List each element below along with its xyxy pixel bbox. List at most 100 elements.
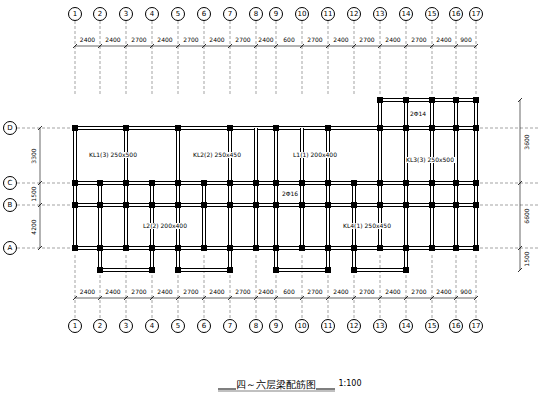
axis-line [204, 255, 205, 319]
dimension-tick [254, 296, 258, 300]
dimension: 900 [459, 289, 472, 295]
column [453, 125, 459, 131]
beam-core [203, 183, 205, 248]
axis-line [406, 21, 407, 95]
column [403, 202, 409, 208]
column [453, 202, 459, 208]
axis-number: 15 [428, 11, 437, 18]
dimension-tick [73, 44, 77, 48]
column [253, 180, 259, 186]
beam-edge [274, 248, 278, 270]
axis-line [328, 21, 329, 95]
dimension-tick [38, 246, 42, 250]
dimension-line [40, 128, 41, 248]
axis-bubble: A [3, 241, 17, 255]
axis-bubble: 3 [119, 7, 133, 21]
dimension-tick [274, 296, 278, 300]
beam-edge [300, 183, 304, 248]
dimension-tick [202, 44, 206, 48]
column [429, 180, 435, 186]
dimension-tick [404, 296, 408, 300]
axis-bubble: 9 [269, 319, 283, 333]
axis-number: 10 [298, 11, 307, 18]
dimension-line [520, 100, 521, 270]
column [149, 180, 155, 186]
axis-line [17, 183, 70, 184]
dimension-tick [124, 44, 128, 48]
scale: 1:100 [337, 380, 362, 388]
dimension: 2700 [130, 37, 147, 43]
axis-line [230, 21, 231, 95]
axis-bubble: C [3, 176, 17, 190]
beam-core [177, 128, 179, 248]
column [453, 180, 459, 186]
column [473, 97, 479, 103]
beam-core [177, 248, 179, 270]
axis-number: B [8, 202, 13, 209]
axis-bubble: B [3, 198, 17, 212]
beam-core [301, 183, 303, 248]
beam-core [74, 128, 76, 248]
axis-line [75, 255, 76, 319]
dimension-tick [124, 296, 128, 300]
dimension-tick [378, 44, 382, 48]
column [97, 245, 103, 251]
column [273, 180, 279, 186]
column [72, 125, 78, 131]
axis-line [126, 255, 127, 319]
axis-bubble: 16 [449, 319, 463, 333]
axis-number: 15 [428, 323, 437, 330]
dimension-tick [254, 44, 258, 48]
axis-number: D [7, 125, 12, 132]
dimension: 2400 [208, 289, 225, 295]
column [377, 97, 383, 103]
beam-edge [430, 100, 434, 248]
axis-bubble: 8 [249, 7, 263, 21]
axis-bubble: 7 [223, 7, 237, 21]
beam-core [99, 183, 101, 248]
axis-number: 5 [176, 323, 180, 330]
axis-bubble: 4 [145, 7, 159, 21]
axis-number: 17 [472, 323, 481, 330]
column [175, 202, 181, 208]
axis-line [480, 128, 540, 129]
dimension-tick [98, 44, 102, 48]
axis-bubble: 17 [469, 319, 483, 333]
rebar-note: 2Φ16 [281, 191, 299, 197]
axis-line [17, 205, 70, 206]
dimension: 2700 [234, 37, 251, 43]
axis-line [354, 21, 355, 95]
column [227, 245, 233, 251]
dimension: 2700 [410, 289, 427, 295]
title-underline [218, 391, 335, 392]
beam-edge [274, 128, 278, 248]
column [403, 180, 409, 186]
column [473, 245, 479, 251]
beam-edge [430, 100, 434, 128]
column [377, 180, 383, 186]
dimension-tick [518, 268, 522, 272]
dimension-tick [73, 296, 77, 300]
rebar-note: 2Φ14 [409, 111, 427, 117]
beam-core [125, 128, 127, 248]
column [201, 245, 207, 251]
axis-bubble: 5 [171, 7, 185, 21]
column [72, 202, 78, 208]
beam-edge [75, 126, 476, 130]
axis-number: 1 [73, 11, 77, 18]
axis-line [204, 21, 205, 95]
beam-core [178, 269, 230, 271]
dimension: 600 [282, 37, 295, 43]
beam-core [151, 248, 153, 270]
axis-line [480, 248, 540, 249]
column [299, 180, 305, 186]
beam-edge [404, 205, 408, 248]
dimension: 2400 [104, 37, 121, 43]
beam-core [327, 128, 329, 248]
beam-core [151, 183, 153, 248]
beam-edge [150, 183, 154, 248]
axis-bubble: 14 [399, 7, 413, 21]
dimension-tick [474, 296, 478, 300]
column [403, 245, 409, 251]
